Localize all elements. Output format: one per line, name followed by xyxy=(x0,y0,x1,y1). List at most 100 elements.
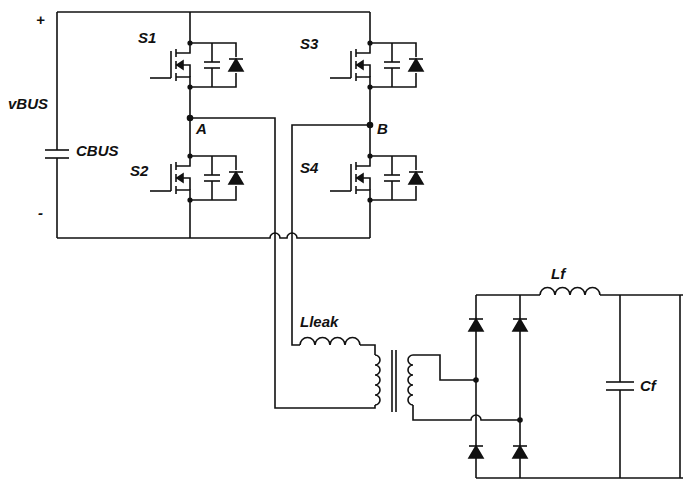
diode-bar xyxy=(469,318,483,320)
mosfet-arrow xyxy=(357,61,363,69)
mosfet-source xyxy=(176,190,190,238)
diode-symbol xyxy=(469,446,483,458)
mosfet-arrow xyxy=(357,174,363,182)
wire xyxy=(476,294,540,296)
diode-gap xyxy=(409,57,423,73)
transformer-secondary xyxy=(408,355,413,405)
diode-symbol xyxy=(513,446,527,458)
capacitor-plate xyxy=(204,67,220,69)
circuit-label: - xyxy=(38,205,43,222)
wire xyxy=(619,295,621,382)
wire xyxy=(413,405,520,420)
diode-bar xyxy=(409,58,423,60)
capacitor-plate xyxy=(204,180,220,182)
mosfet-channel xyxy=(175,186,177,194)
mosfet-arrow xyxy=(177,61,183,69)
mosfet-drain xyxy=(176,12,190,53)
mosfet-channel xyxy=(355,162,357,170)
wire xyxy=(476,477,683,479)
circuit-label: S3 xyxy=(300,36,318,53)
mosfet-gate xyxy=(350,164,352,191)
capacitor-plate xyxy=(384,67,400,69)
wire xyxy=(56,158,58,238)
wire xyxy=(600,294,683,296)
circuit-label: B xyxy=(377,121,388,138)
diode-symbol xyxy=(229,59,243,71)
mosfet-gate-lead xyxy=(150,77,171,79)
diode-bar xyxy=(229,171,243,173)
diode-gap xyxy=(409,170,423,186)
wire xyxy=(211,181,213,200)
capacitor-plate xyxy=(384,180,400,182)
mosfet-gate-lead xyxy=(150,190,171,192)
top-rail xyxy=(57,11,370,13)
wire xyxy=(391,43,393,62)
wire xyxy=(292,125,370,345)
transformer-primary xyxy=(375,355,380,405)
capacitor-plate xyxy=(204,174,220,176)
mosfet-channel xyxy=(175,73,177,81)
wire xyxy=(619,390,621,478)
capacitor-plate xyxy=(45,149,69,151)
wire xyxy=(211,68,213,87)
inductor-symbol xyxy=(540,288,600,295)
wire xyxy=(211,43,213,62)
mosfet-source xyxy=(356,77,370,118)
circuit-label: + xyxy=(36,12,45,29)
mosfet-drain xyxy=(176,118,190,166)
wire xyxy=(391,181,393,200)
wire xyxy=(56,12,58,150)
circuit-label: S2 xyxy=(130,163,148,180)
mosfet-channel xyxy=(355,186,357,194)
mosfet-channel xyxy=(175,49,177,57)
mosfet-channel xyxy=(355,49,357,57)
capacitor-plate xyxy=(384,174,400,176)
mosfet-gate xyxy=(170,51,172,78)
capacitor-plate xyxy=(384,61,400,63)
diode-bar xyxy=(513,318,527,320)
circuit-label: CBUS xyxy=(76,143,119,160)
diode-gap xyxy=(229,57,243,73)
mosfet-drain xyxy=(356,12,370,53)
diode-symbol xyxy=(409,59,423,71)
mosfet-arrow xyxy=(177,174,183,182)
circuit-label: Cf xyxy=(640,378,656,395)
circuit-label: S1 xyxy=(138,30,156,47)
diode-symbol xyxy=(409,172,423,184)
capacitor-plate xyxy=(606,389,634,391)
mosfet-source xyxy=(176,77,190,118)
circuit-label: A xyxy=(196,121,207,138)
diode-gap xyxy=(229,170,243,186)
mosfet-channel xyxy=(175,162,177,170)
inductor-symbol xyxy=(300,338,360,345)
bottom-rail xyxy=(57,233,370,238)
circuit-label: Lf xyxy=(551,266,565,283)
wire xyxy=(679,295,681,478)
diode-bar xyxy=(229,58,243,60)
transformer-core xyxy=(395,350,397,412)
wire xyxy=(413,355,476,380)
capacitor-plate xyxy=(204,61,220,63)
wire xyxy=(190,118,375,408)
capacitor-plate xyxy=(606,381,634,383)
diode-symbol xyxy=(229,172,243,184)
wire xyxy=(391,156,393,175)
circuit-lines xyxy=(45,12,683,478)
capacitor-plate xyxy=(45,157,69,159)
wire xyxy=(360,345,375,355)
diode-bar xyxy=(409,171,423,173)
wire xyxy=(391,68,393,87)
diode-bar xyxy=(469,445,483,447)
transformer-core xyxy=(391,350,393,412)
wire xyxy=(211,156,213,175)
circuit-label: Lleak xyxy=(300,314,338,331)
diode-symbol xyxy=(469,319,483,331)
mosfet-gate xyxy=(170,164,172,191)
mosfet-channel xyxy=(355,73,357,81)
mosfet-gate xyxy=(350,51,352,78)
diode-symbol xyxy=(513,319,527,331)
circuit-label: vBUS xyxy=(8,96,48,113)
mosfet-gate-lead xyxy=(330,190,351,192)
